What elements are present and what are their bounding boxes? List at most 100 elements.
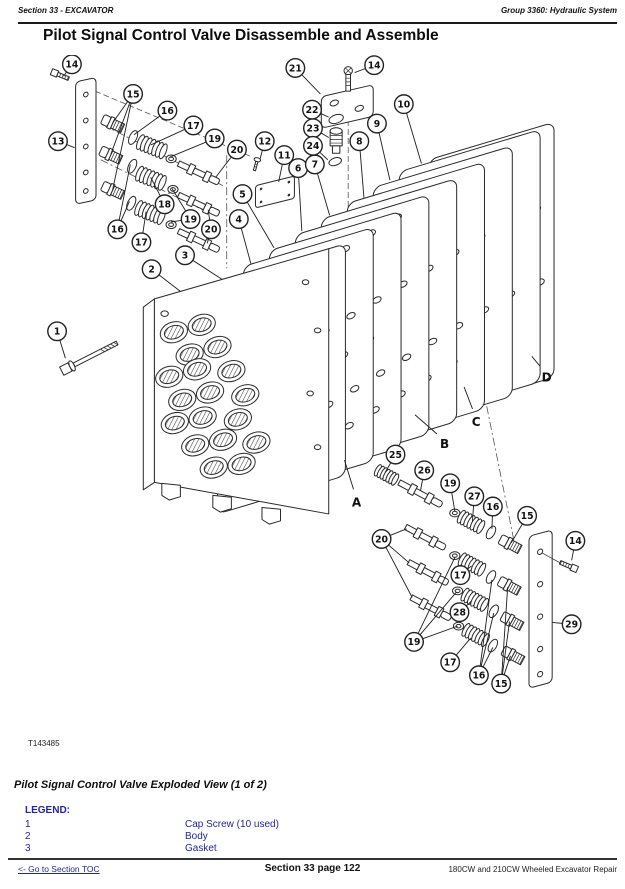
svg-text:6: 6 bbox=[295, 163, 301, 174]
go-to-section-toc-link[interactable]: <- Go to Section TOC bbox=[18, 864, 100, 874]
figure-image-id: T143485 bbox=[28, 739, 60, 748]
svg-text:28: 28 bbox=[453, 608, 466, 619]
callout-24: 24 bbox=[302, 135, 329, 161]
svg-text:29: 29 bbox=[565, 620, 578, 631]
cap-screw-1 bbox=[59, 338, 119, 376]
callout-18: 18 bbox=[150, 177, 175, 215]
end-plate-29 bbox=[529, 530, 552, 688]
svg-text:2: 2 bbox=[148, 265, 154, 276]
page-title: Pilot Signal Control Valve Disassemble a… bbox=[43, 27, 439, 44]
svg-text:14: 14 bbox=[65, 60, 78, 71]
callout-1: 1 bbox=[47, 321, 68, 359]
page-header: Section 33 - EXCAVATOR Group 3360: Hydra… bbox=[18, 6, 617, 15]
letter-label-D: D bbox=[531, 356, 552, 384]
screw-12 bbox=[251, 157, 261, 171]
lower-right-parts-rows bbox=[372, 463, 526, 667]
cover-plate-11 bbox=[255, 176, 294, 208]
end-plate-13 bbox=[76, 78, 96, 205]
svg-text:10: 10 bbox=[397, 99, 410, 110]
o-ring-24 bbox=[328, 156, 343, 167]
callout-17: 17 bbox=[450, 565, 472, 586]
footer-rule bbox=[8, 858, 617, 860]
svg-text:D: D bbox=[542, 370, 552, 384]
callout-12: 12 bbox=[254, 131, 275, 159]
callout-5: 5 bbox=[232, 184, 275, 249]
callout-14: 14 bbox=[354, 55, 385, 76]
svg-text:17: 17 bbox=[454, 570, 467, 581]
legend-item-number: 1 bbox=[25, 819, 31, 830]
svg-text:19: 19 bbox=[184, 214, 197, 225]
svg-text:15: 15 bbox=[521, 511, 534, 522]
svg-text:17: 17 bbox=[187, 121, 200, 132]
legend-item-number: 2 bbox=[25, 831, 31, 842]
callout-15: 15 bbox=[510, 505, 538, 543]
legend-item-desc: Body bbox=[185, 831, 208, 842]
o-ring-22 bbox=[328, 113, 345, 126]
svg-text:14: 14 bbox=[368, 61, 381, 72]
svg-text:C: C bbox=[472, 415, 481, 429]
callout-25: 25 bbox=[384, 444, 406, 473]
svg-text:16: 16 bbox=[486, 502, 499, 513]
svg-text:26: 26 bbox=[418, 466, 431, 477]
svg-text:15: 15 bbox=[127, 89, 140, 100]
callout-20: 20 bbox=[371, 528, 413, 598]
letter-label-B: B bbox=[414, 414, 449, 451]
legend-row: 1 Cap Screw (10 used) bbox=[25, 819, 279, 831]
legend: LEGEND: 1 Cap Screw (10 used) 2 Body 3 G… bbox=[25, 805, 279, 855]
callout-10: 10 bbox=[393, 94, 422, 164]
bolt-14-top bbox=[344, 67, 352, 92]
callout-9: 9 bbox=[366, 113, 391, 181]
svg-text:24: 24 bbox=[307, 141, 320, 152]
callout-26: 26 bbox=[414, 460, 435, 491]
svg-text:7: 7 bbox=[312, 160, 318, 171]
callout-28: 28 bbox=[449, 600, 472, 623]
callout-16: 16 bbox=[107, 164, 131, 240]
callout-20: 20 bbox=[201, 209, 221, 244]
svg-text:1: 1 bbox=[54, 327, 60, 338]
callout-16: 16 bbox=[482, 496, 503, 529]
svg-text:17: 17 bbox=[444, 658, 457, 669]
svg-text:19: 19 bbox=[408, 637, 421, 648]
svg-text:14: 14 bbox=[569, 536, 582, 547]
mounting-bracket-21 bbox=[321, 67, 373, 168]
legend-row: 2 Body bbox=[25, 831, 279, 843]
callout-11: 11 bbox=[274, 145, 295, 183]
svg-text:13: 13 bbox=[52, 137, 65, 148]
callout-19: 19 bbox=[171, 188, 201, 230]
letter-label-C: C bbox=[463, 386, 481, 429]
svg-text:20: 20 bbox=[205, 225, 218, 236]
callout-7: 7 bbox=[304, 154, 331, 216]
bolt-14-right bbox=[558, 558, 579, 574]
svg-text:25: 25 bbox=[389, 450, 402, 461]
svg-text:20: 20 bbox=[230, 145, 243, 156]
svg-text:19: 19 bbox=[444, 479, 457, 490]
callout-29: 29 bbox=[552, 614, 582, 635]
svg-text:27: 27 bbox=[468, 492, 481, 503]
legend-item-desc: Cap Screw (10 used) bbox=[185, 819, 279, 830]
callout-2: 2 bbox=[141, 259, 181, 292]
svg-text:4: 4 bbox=[236, 214, 243, 225]
callout-13: 13 bbox=[48, 131, 75, 152]
callout-15: 15 bbox=[110, 83, 144, 190]
svg-text:8: 8 bbox=[356, 137, 362, 148]
callout-21: 21 bbox=[285, 58, 321, 95]
svg-text:15: 15 bbox=[495, 679, 508, 690]
callout-14: 14 bbox=[565, 530, 586, 561]
callout-4: 4 bbox=[228, 209, 252, 264]
callout-17: 17 bbox=[131, 211, 152, 253]
left-parts-rows bbox=[97, 113, 222, 256]
svg-text:3: 3 bbox=[182, 251, 188, 262]
callout-14: 14 bbox=[61, 54, 82, 77]
callout-20: 20 bbox=[215, 139, 247, 178]
figure-caption: Pilot Signal Control Valve Exploded View… bbox=[14, 779, 267, 791]
callout-19: 19 bbox=[404, 557, 458, 652]
callout-17: 17 bbox=[440, 637, 471, 673]
svg-text:B: B bbox=[440, 437, 449, 451]
footer-manual-title: 180CW and 210CW Wheeled Excavator Repair bbox=[448, 865, 617, 874]
svg-text:23: 23 bbox=[307, 124, 320, 135]
svg-text:19: 19 bbox=[208, 134, 221, 145]
bolt-axis-line bbox=[542, 553, 561, 563]
header-group-label: Group 3360: Hydraulic System bbox=[500, 6, 617, 15]
